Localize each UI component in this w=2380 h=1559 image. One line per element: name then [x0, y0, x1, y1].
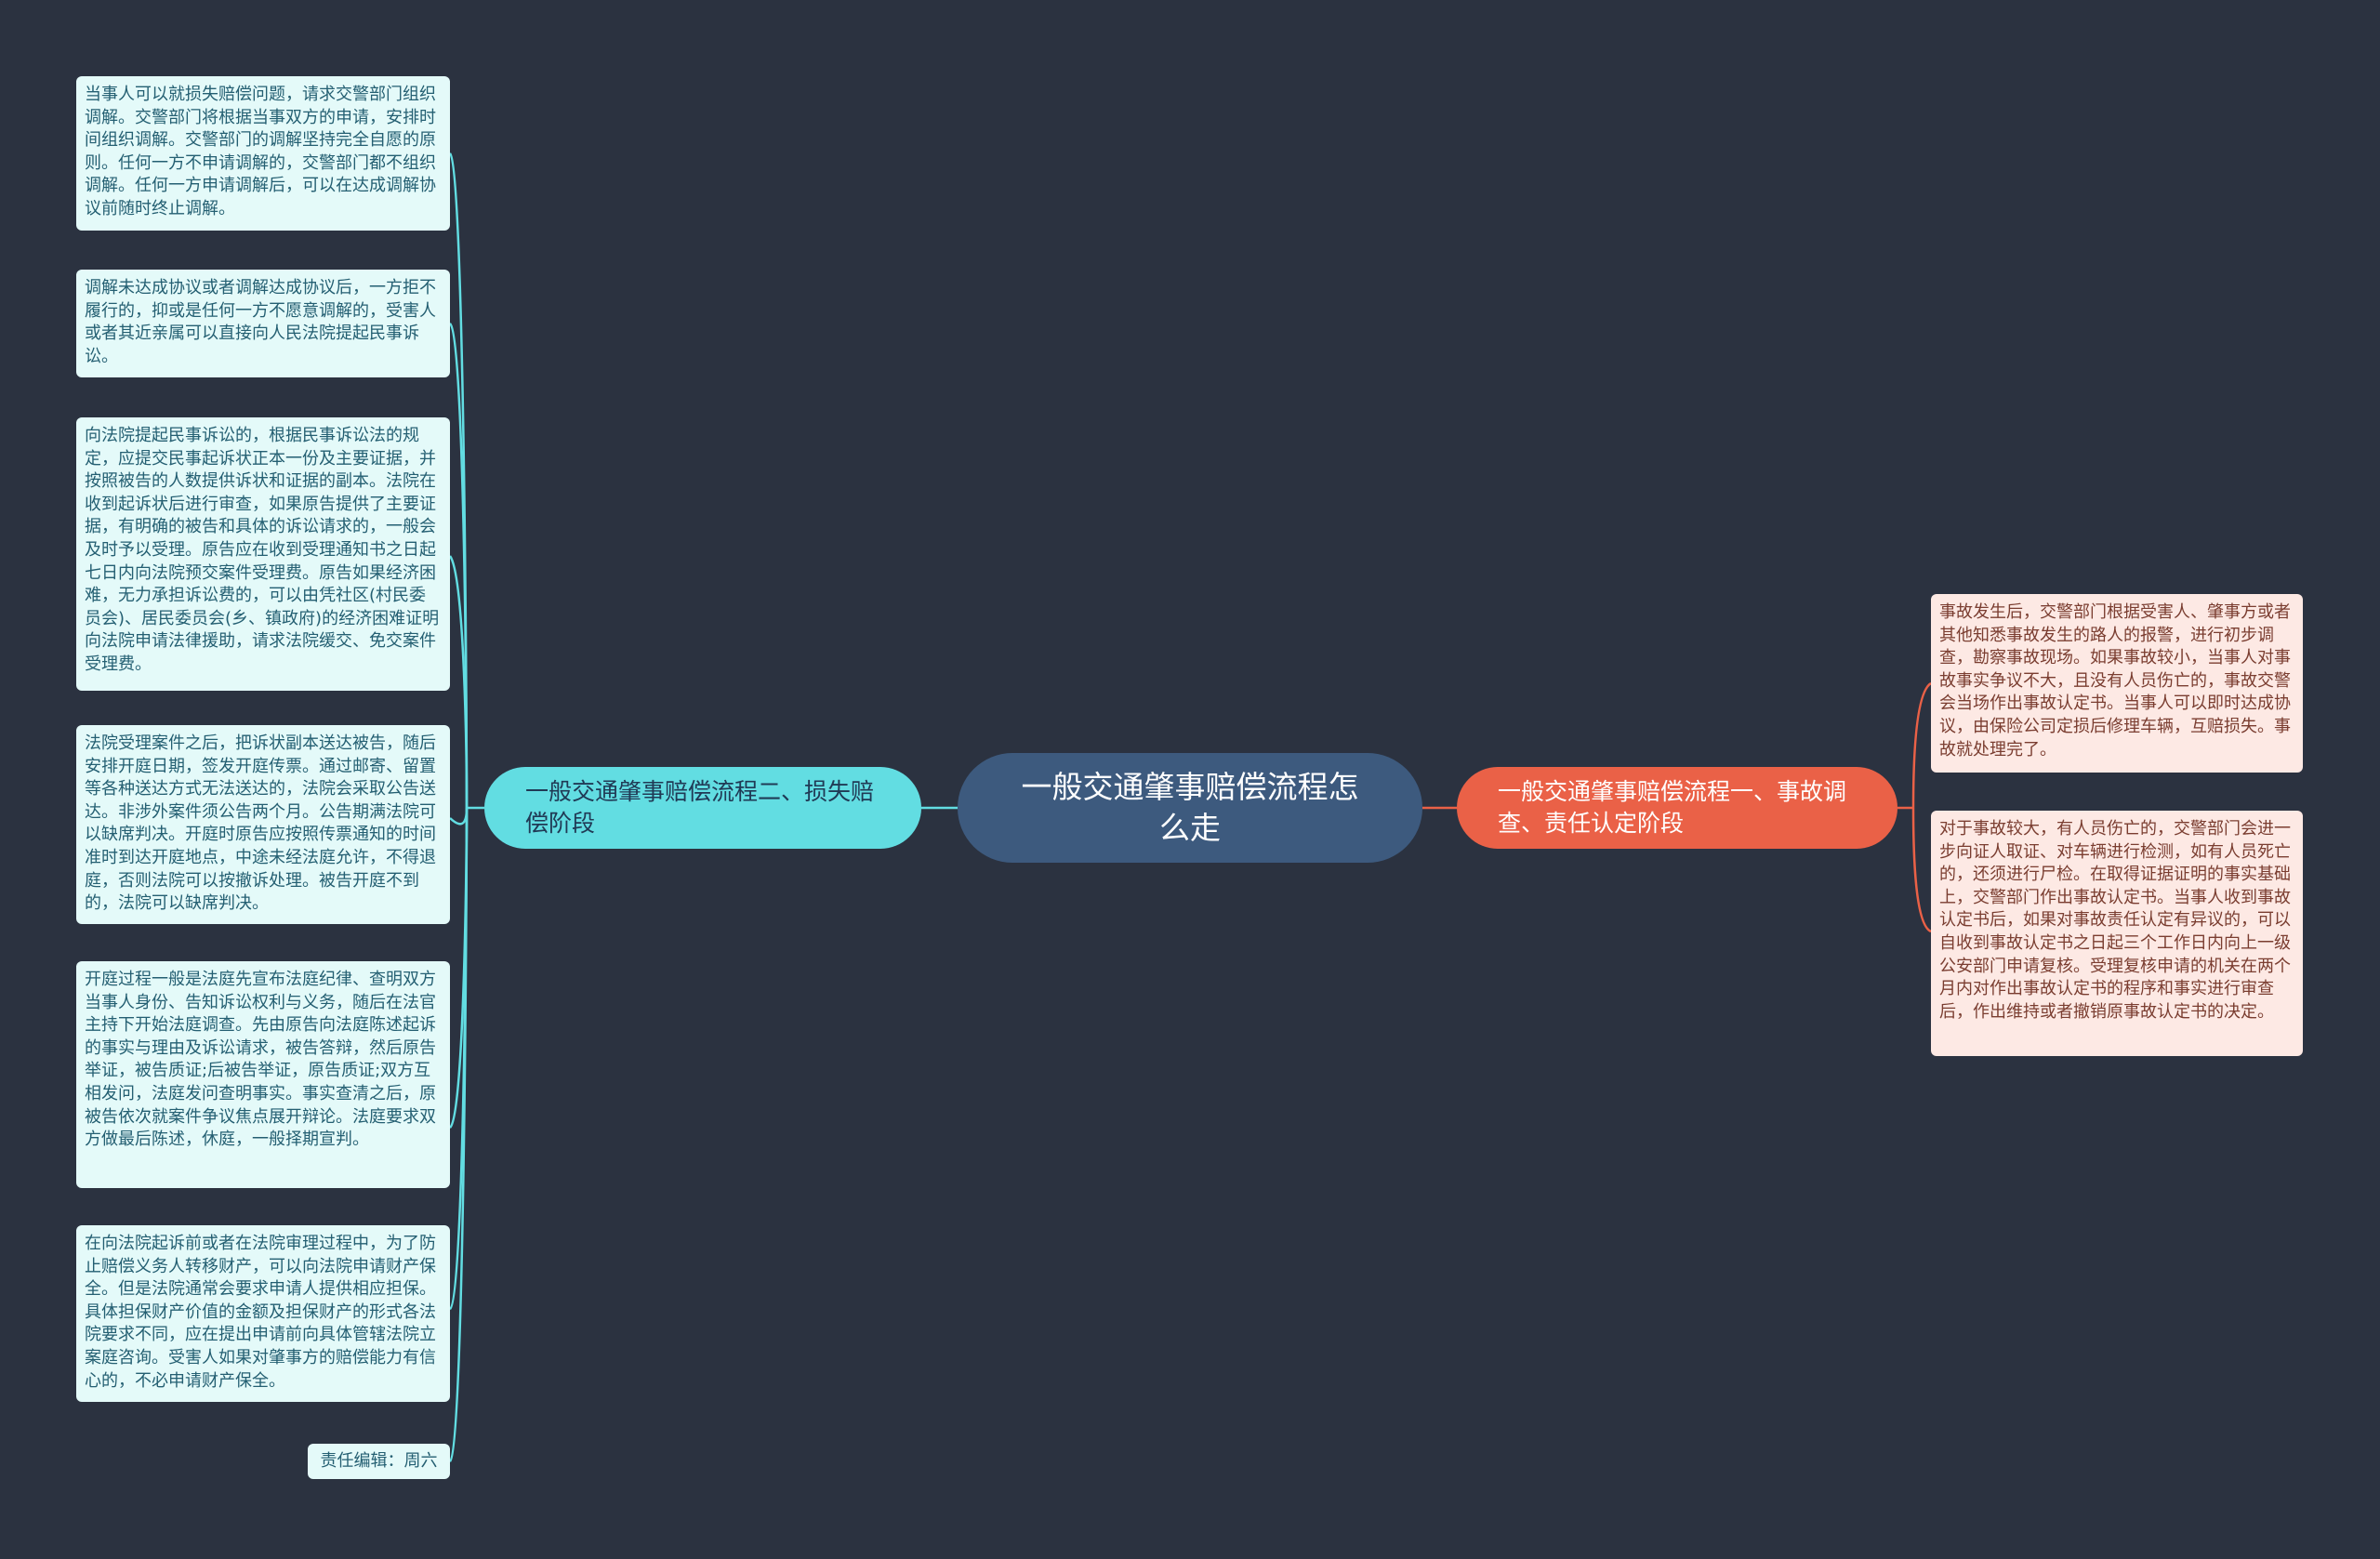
branch-label: 一般交通肇事赔偿流程二、损失赔偿阶段 [525, 778, 875, 837]
central-topic-label: 一般交通肇事赔偿流程怎么走 [1021, 769, 1359, 846]
leaf-text: 法院受理案件之后，把诉状副本送达被告，随后安排开庭日期，签发开庭传票。通过邮寄、… [85, 733, 436, 914]
branch-loss-compensation[interactable]: 一般交通肇事赔偿流程二、损失赔偿阶段 [484, 767, 921, 849]
central-topic[interactable]: 一般交通肇事赔偿流程怎么走 [958, 753, 1422, 863]
left-tree-connectors [448, 152, 484, 1462]
leaf-responsibility-determination[interactable]: 对于事故较大，有人员伤亡的，交警部门会进一步向证人取证、对车辆进行检测，如有人员… [1931, 811, 2303, 1056]
leaf-initial-investigation[interactable]: 事故发生后，交警部门根据受害人、肇事方或者其他知悉事故发生的路人的报警，进行初步… [1931, 594, 2303, 773]
leaf-text: 当事人可以就损失赔偿问题，请求交警部门组织调解。交警部门将根据当事双方的申请，安… [85, 85, 436, 218]
leaf-text: 向法院提起民事诉讼的，根据民事诉讼法的规定，应提交民事起诉状正本一份及主要证据，… [85, 426, 440, 674]
leaf-text: 调解未达成协议或者调解达成协议后，一方拒不履行的，抑或是任何一方不愿意调解的，受… [85, 278, 436, 366]
editor-credit: 责任编辑：周六 [308, 1444, 450, 1479]
leaf-text: 对于事故较大，有人员伤亡的，交警部门会进一步向证人取证、对车辆进行检测，如有人员… [1939, 819, 2291, 1022]
branch-label: 一般交通肇事赔偿流程一、事故调查、责任认定阶段 [1498, 778, 1847, 837]
leaf-text: 开庭过程一般是法庭先宣布法庭纪律、查明双方当事人身份、告知诉讼权利与义务，随后在… [85, 970, 436, 1150]
leaf-court-acceptance[interactable]: 法院受理案件之后，把诉状副本送达被告，随后安排开庭日期，签发开庭传票。通过邮寄、… [76, 725, 450, 924]
leaf-lawsuit-option[interactable]: 调解未达成协议或者调解达成协议后，一方拒不履行的，抑或是任何一方不愿意调解的，受… [76, 270, 450, 377]
leaf-mediation[interactable]: 当事人可以就损失赔偿问题，请求交警部门组织调解。交警部门将根据当事双方的申请，安… [76, 76, 450, 231]
leaf-text: 在向法院起诉前或者在法院审理过程中，为了防止赔偿义务人转移财产，可以向法院申请财… [85, 1234, 436, 1391]
right-tree-connectors [1897, 681, 1932, 933]
editor-text: 责任编辑：周六 [320, 1451, 438, 1471]
leaf-filing-suit[interactable]: 向法院提起民事诉讼的，根据民事诉讼法的规定，应提交民事起诉状正本一份及主要证据，… [76, 417, 450, 691]
branch-accident-investigation[interactable]: 一般交通肇事赔偿流程一、事故调查、责任认定阶段 [1457, 767, 1897, 849]
leaf-property-preservation[interactable]: 在向法院起诉前或者在法院审理过程中，为了防止赔偿义务人转移财产，可以向法院申请财… [76, 1225, 450, 1402]
leaf-text: 事故发生后，交警部门根据受害人、肇事方或者其他知悉事故发生的路人的报警，进行初步… [1939, 602, 2291, 760]
leaf-trial-process[interactable]: 开庭过程一般是法庭先宣布法庭纪律、查明双方当事人身份、告知诉讼权利与义务，随后在… [76, 961, 450, 1188]
